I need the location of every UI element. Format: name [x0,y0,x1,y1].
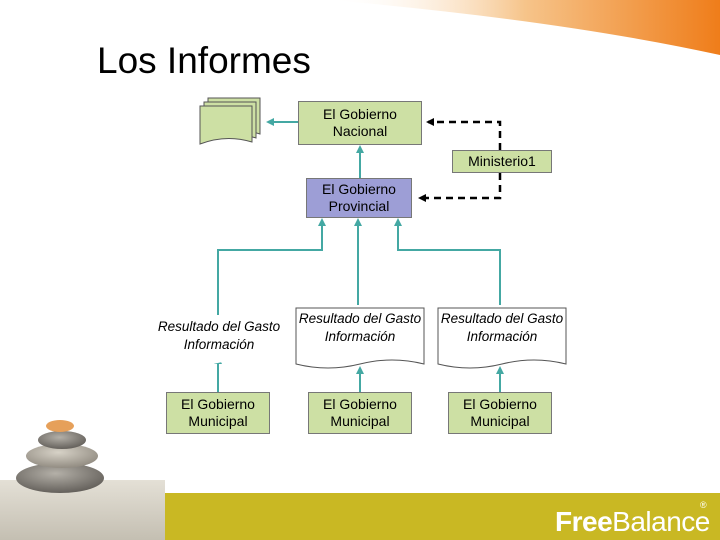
document-shape-middle [295,307,425,369]
node-gobierno-nacional: El Gobierno Nacional [298,101,422,145]
orange-swoosh-decoration [330,0,720,55]
freebalance-logo: FreeBalance [555,506,710,538]
node-ministerio: Ministerio1 [452,150,552,173]
document-label-middle: Resultado del Gasto Información [298,311,422,344]
node-gobierno-provincial: El Gobierno Provincial [306,178,412,218]
document-shape-right [437,307,567,369]
footer-band [165,493,720,540]
dashed-arrow-ministerio-to-nacional [426,118,502,150]
stacked-stones-image [0,420,165,540]
document-shape-left [153,319,287,367]
stacked-documents-icon [199,97,261,145]
logo-text-light: Balance [612,506,710,537]
logo-text-bold: Free [555,506,613,537]
node-gobierno-municipal-2: El Gobierno Municipal [308,392,412,434]
arrow-branch-left [217,218,326,315]
node-gobierno-municipal-3: El Gobierno Municipal [448,392,552,434]
document-label-right: Resultado del Gasto Información [440,311,564,344]
page-title: Los Informes [97,40,311,81]
document-label-left: Resultado del Gasto Información [157,319,281,352]
trademark-symbol: ® [700,500,707,510]
node-gobierno-municipal-1: El Gobierno Municipal [166,392,270,434]
dashed-arrow-ministerio-to-provincial [418,173,502,202]
arrow-branch-right [394,218,501,305]
